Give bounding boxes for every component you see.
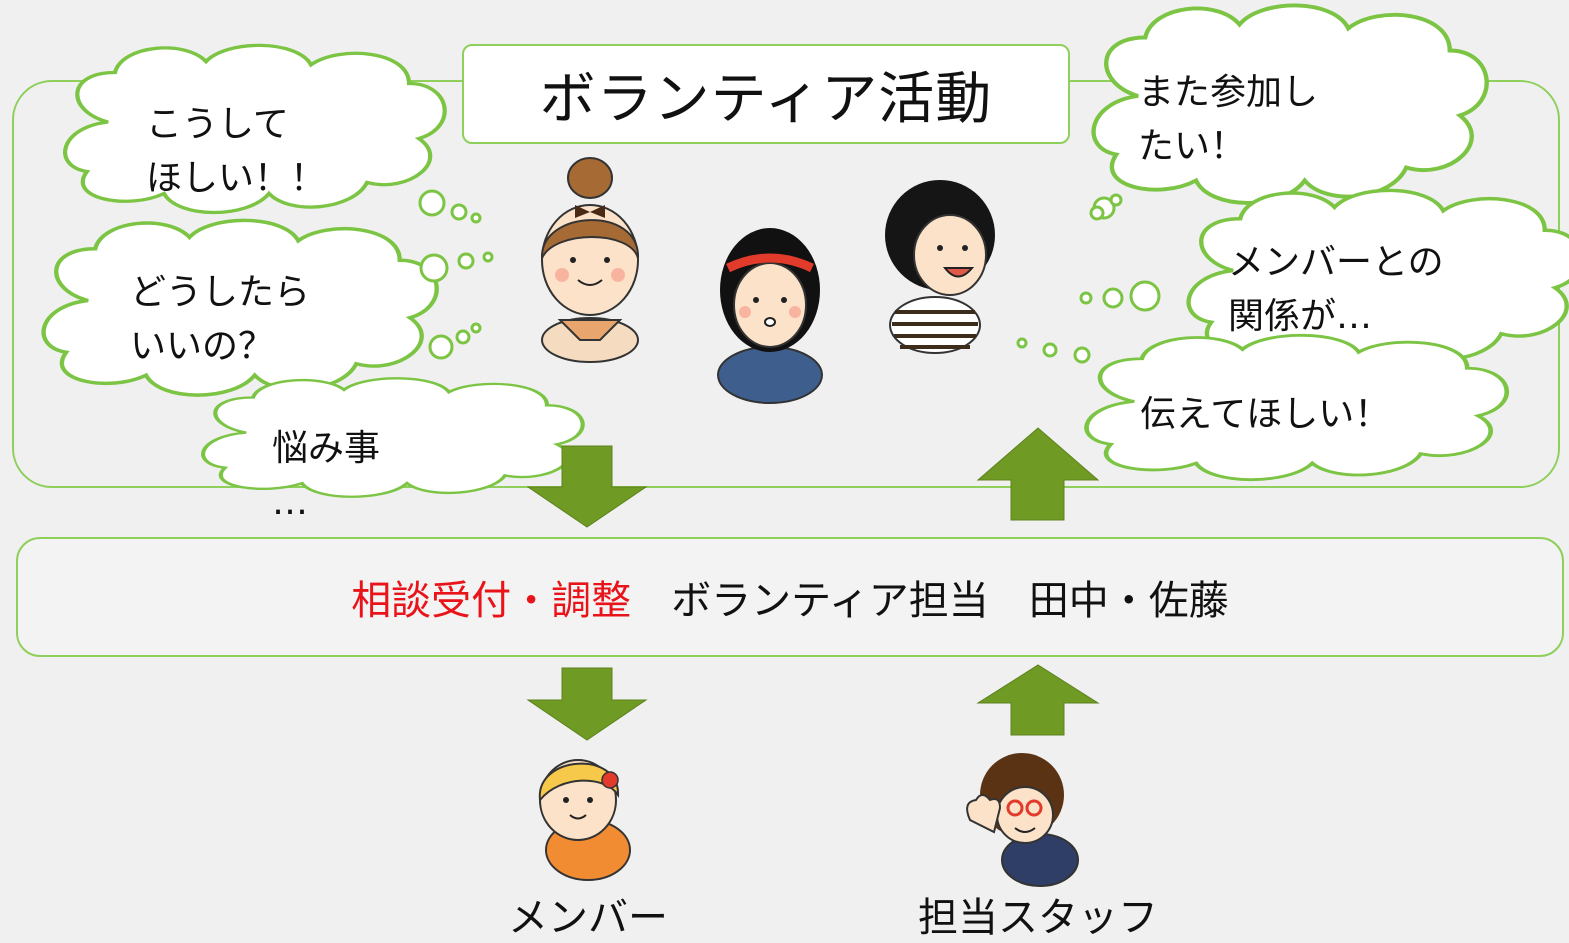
thought-bubbles (418, 189, 1161, 364)
thought-text-right-top: また参加したい！ (1138, 72, 1319, 167)
arrow-down-bottom (526, 667, 648, 741)
member-label: メンバー (508, 895, 668, 941)
thought-text-left-mid: どうしたらいいの？ (130, 272, 311, 367)
arrow-down-top (526, 445, 648, 528)
thought-text-right-mid: メンバーとの関係が… (1228, 242, 1444, 337)
member-person-icon (538, 759, 631, 881)
consultation-label: 相談受付・調整 (351, 578, 632, 624)
thought-text-left-top: こうしてほしい！！ (146, 104, 327, 199)
staff-person-icon (966, 753, 1079, 887)
staff-names: ボランティア担当 田中・佐藤 (671, 578, 1229, 624)
person-bun-icon (540, 157, 640, 363)
arrow-up-bottom (976, 664, 1100, 736)
person-headband-icon (717, 228, 823, 404)
consultation-band: 相談受付・調整 ボランティア担当 田中・佐藤 (16, 537, 1564, 657)
staff-label: 担当スタッフ (918, 895, 1158, 941)
page-title: ボランティア活動 (462, 44, 1070, 144)
thought-text-right-bottom: 伝えてほしい！ (1140, 394, 1391, 435)
thought-cloud-left-bottom (203, 378, 583, 496)
thought-text-left-bottom: 悩み事… (272, 428, 381, 523)
arrow-up-top (976, 427, 1100, 521)
person-curly-icon (885, 180, 995, 354)
